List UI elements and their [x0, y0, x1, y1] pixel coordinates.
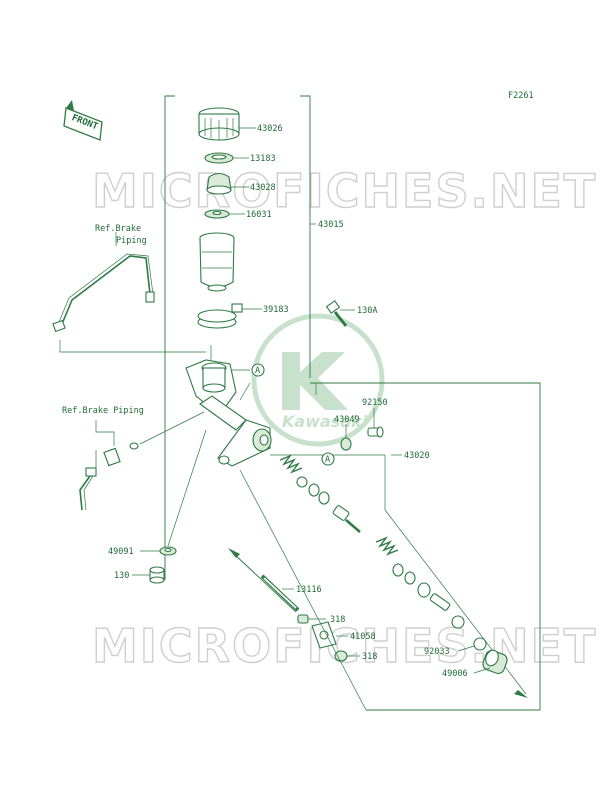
label-318-lower: 318 [362, 652, 377, 662]
callout-A-lower [321, 452, 335, 466]
ref-brake-piping-mid: Ref.Brake Piping [62, 406, 144, 416]
label-130: 130 [114, 571, 129, 581]
label-49006: 49006 [442, 669, 468, 679]
label-16031: 16031 [246, 210, 272, 220]
washer-43049 [340, 437, 352, 451]
seal-7 [451, 615, 465, 629]
label-13116: 13116 [296, 585, 322, 595]
frame-43020 [310, 382, 541, 711]
bolt-92150 [367, 426, 384, 438]
label-318-upper: 318 [330, 615, 345, 625]
boot-49006 [482, 649, 508, 675]
circlip-92033 [473, 637, 487, 651]
spring-upper [279, 454, 303, 474]
piston-valve [332, 505, 361, 533]
label-13183: 13183 [250, 154, 276, 164]
seal-6 [417, 582, 431, 598]
label-39183: 39183 [263, 305, 289, 315]
seal-5 [404, 571, 416, 585]
label-43026: 43026 [257, 124, 283, 134]
ref-brake-piping-top-line2: Piping [116, 236, 147, 246]
label-43015: 43015 [318, 220, 344, 230]
seal-2 [308, 483, 320, 497]
callout-A-upper [251, 363, 265, 377]
seal-3 [318, 491, 330, 505]
nut-318-lower [334, 650, 348, 662]
label-130A: 130A [357, 306, 377, 316]
callout-A-upper-text: A [255, 366, 260, 376]
spring-lower [375, 536, 399, 556]
watermark-top: MICROFICHES.NET [92, 164, 597, 218]
label-92033: 92033 [424, 647, 450, 657]
bolt-130 [149, 566, 165, 584]
label-49091: 49091 [108, 547, 134, 557]
label-92150: 92150 [362, 398, 388, 408]
bolt-130A [325, 300, 348, 327]
figure-id: F2261 [508, 91, 534, 101]
label-43028: 43028 [250, 183, 276, 193]
label-43049: 43049 [334, 415, 360, 425]
bracket-43015-right [300, 95, 311, 378]
diaphragm-43028 [206, 172, 232, 195]
nut-318-upper [297, 614, 309, 624]
clamp-39183 [197, 303, 243, 329]
brake-pipe-top [52, 253, 155, 333]
reservoir-body [199, 232, 235, 292]
label-43020: 43020 [404, 451, 430, 461]
reservoir-cap [198, 107, 240, 141]
bracket-43015-left [164, 95, 175, 580]
brake-pipe-mid [79, 442, 139, 511]
seal-4 [392, 563, 404, 577]
push-rod-13116 [228, 548, 300, 613]
ref-brake-piping-top-line1: Ref.Brake [95, 224, 141, 234]
master-cylinder-body [185, 359, 272, 467]
label-41058: 41058 [350, 632, 376, 642]
kawasaki-logo-icon: Kawasaki [251, 313, 385, 447]
front-arrow-icon: FRONT [63, 100, 103, 141]
seal-1 [296, 476, 308, 488]
callout-A-lower-text: A [325, 455, 330, 465]
piston-43020 [429, 593, 451, 611]
watermark-bottom: MICROFICHES.NET [92, 619, 597, 673]
